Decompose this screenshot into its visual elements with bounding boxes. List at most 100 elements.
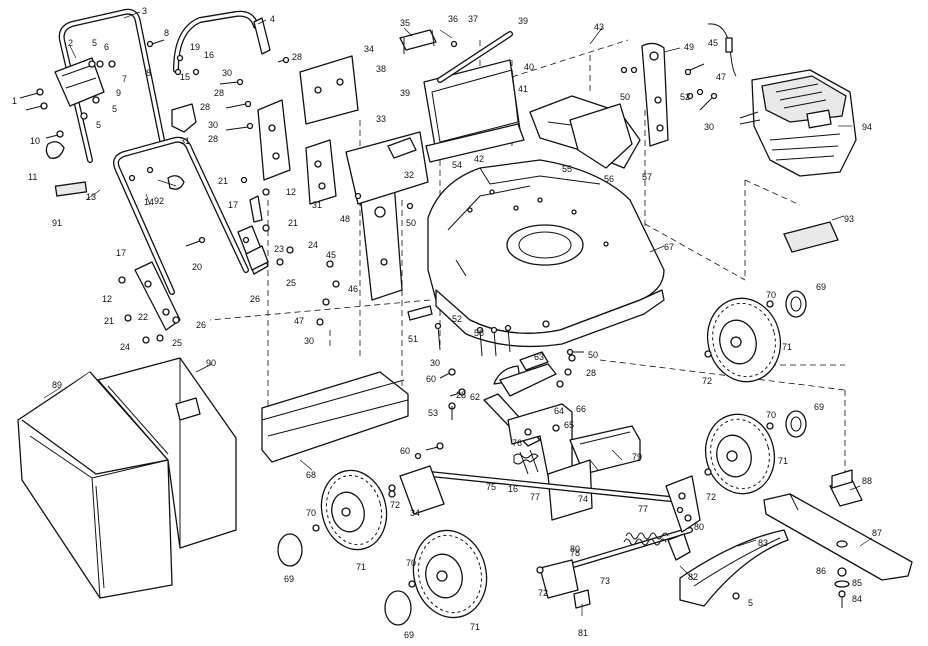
handle-hardware [19, 39, 294, 344]
callout-52: 52 [452, 314, 462, 324]
front-axle-bracket [665, 475, 701, 533]
callout-28: 28 [292, 52, 302, 62]
callout-24: 24 [308, 240, 318, 250]
callout-75: 75 [486, 482, 496, 492]
callout-10: 10 [30, 136, 40, 146]
callout-21b: 21 [288, 218, 298, 228]
callout-38: 38 [376, 64, 386, 74]
callout-28c: 28 [200, 102, 210, 112]
callout-71b: 71 [778, 456, 788, 466]
wheel-rear-lower [704, 413, 776, 495]
front-axle-arm [539, 527, 693, 599]
callout-43: 43 [594, 22, 604, 32]
callout-7: 7 [122, 74, 127, 84]
callout-93: 93 [844, 214, 854, 224]
chute-door-cap [387, 137, 417, 159]
callout-22: 22 [138, 312, 148, 322]
callout-60: 60 [426, 374, 436, 384]
callout-1: 1 [12, 96, 17, 106]
callout-37: 37 [468, 14, 478, 24]
hub-caps [277, 290, 807, 626]
callout-4: 4 [270, 14, 275, 24]
callout-41: 41 [518, 84, 528, 94]
callout-21c: 21 [104, 316, 114, 326]
callout-89: 89 [52, 380, 62, 390]
callout-30b: 30 [704, 122, 714, 132]
callout-72b: 72 [706, 492, 716, 502]
handle-bracket-left [134, 261, 181, 331]
blade-hardware [834, 567, 850, 608]
callout-63: 63 [534, 352, 544, 362]
callout-83: 83 [758, 538, 768, 548]
callout-50b: 50 [620, 92, 630, 102]
callout-77: 77 [530, 492, 540, 502]
callout-85: 85 [852, 578, 862, 588]
upper-handle [58, 8, 165, 163]
rear-bolts [219, 29, 458, 326]
callout-31: 31 [180, 136, 190, 146]
callout-71d: 71 [470, 622, 480, 632]
callout-35: 35 [400, 18, 410, 28]
callout-34b: 34 [410, 508, 420, 518]
callout-94: 94 [862, 122, 872, 132]
callout-17: 17 [116, 248, 126, 258]
callout-84: 84 [852, 594, 862, 604]
callout-28b: 28 [214, 88, 224, 98]
rear-axle-rod [427, 471, 683, 503]
callout-87: 87 [872, 528, 882, 538]
callout-36: 36 [448, 14, 458, 24]
callout-50: 50 [406, 218, 416, 228]
callout-71c: 71 [356, 562, 366, 572]
callout-26b: 26 [196, 320, 206, 330]
callout-28f: 28 [586, 368, 596, 378]
blade-adapter [829, 469, 863, 507]
leader-lines [43, 11, 873, 616]
adjuster-spring [513, 453, 539, 465]
callout-50c: 50 [588, 350, 598, 360]
callout-66: 66 [576, 404, 586, 414]
callout-81: 81 [578, 628, 588, 638]
callout-30c: 30 [304, 336, 314, 346]
deck-bottom-hardware [407, 305, 584, 451]
callout-8b: 8 [164, 28, 169, 38]
callout-5c: 5 [96, 120, 101, 130]
callout-48: 48 [340, 214, 350, 224]
callout-69: 69 [816, 282, 826, 292]
callout-39: 39 [518, 16, 528, 26]
decal-small [54, 181, 88, 197]
callout-3: 3 [142, 6, 147, 16]
grass-catcher-bag [17, 371, 173, 599]
callout-91: 91 [52, 218, 62, 228]
callout-32: 32 [404, 170, 414, 180]
callout-2: 2 [68, 38, 73, 48]
callout-76: 76 [512, 438, 522, 448]
callout-73: 73 [600, 576, 610, 586]
callout-78: 78 [570, 548, 580, 558]
callout-30e: 30 [208, 120, 218, 130]
callout-28d: 28 [208, 134, 218, 144]
callout-39b: 39 [400, 88, 410, 98]
blade-adapter-guard [679, 529, 789, 607]
rear-deflector-flap [261, 371, 409, 463]
grass-catcher-frame [97, 357, 237, 549]
extension-spring [623, 532, 669, 546]
callout-52b: 52 [680, 92, 690, 102]
callout-20: 20 [192, 262, 202, 272]
callout-69b: 69 [814, 402, 824, 412]
chute-hinge-rod [437, 31, 513, 83]
handle-lever-cam [245, 195, 269, 271]
callout-16b: 16 [508, 484, 518, 494]
callout-70: 70 [766, 290, 776, 300]
callout-16: 16 [204, 50, 214, 60]
callout-70b: 70 [766, 410, 776, 420]
callout-8: 8 [146, 68, 151, 78]
callout-80: 80 [694, 522, 704, 532]
cable-clip [45, 141, 65, 159]
callout-45b: 45 [326, 250, 336, 260]
callout-6: 6 [104, 42, 109, 52]
callout-64: 64 [554, 406, 564, 416]
callout-90: 90 [206, 358, 216, 368]
callout-47: 47 [716, 72, 726, 82]
callout-46: 46 [348, 284, 358, 294]
